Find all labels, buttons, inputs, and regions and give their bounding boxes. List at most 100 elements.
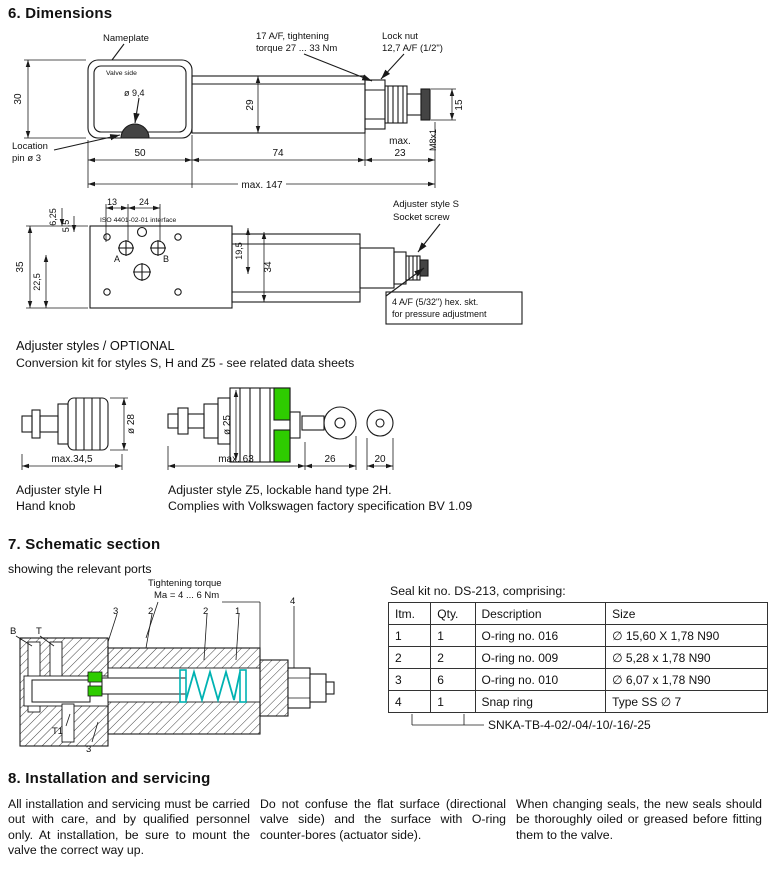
dim-15-label: 15 xyxy=(454,99,465,111)
dim-max-34-5-label: max.34,5 xyxy=(51,454,93,465)
dia-28-label: ø 28 xyxy=(126,414,137,434)
col-header-size: Size xyxy=(605,602,768,625)
dim-max-label: max. xyxy=(389,136,411,147)
dim-35-label: 35 xyxy=(15,261,26,273)
adjuster-style-s-note: Adjuster style S xyxy=(393,199,459,210)
cell-itm: 1 xyxy=(387,624,432,647)
cell-desc: Snap ring xyxy=(474,690,607,713)
figure-side-view: Nameplate 17 A/F, tightening torque 27 .… xyxy=(12,31,465,191)
dim-74-label: 74 xyxy=(272,148,284,159)
dim-max147-label: max. 147 xyxy=(241,180,283,191)
install-paragraph-3: When changing seals, the new seals shoul… xyxy=(516,797,762,842)
dimension-lines xyxy=(24,59,456,188)
nameplate-label: Nameplate xyxy=(103,33,149,44)
footer-model-codes: SNKA-TB-4-02/-04/-10/-16/-25 xyxy=(488,718,651,732)
cell-size: ∅ 5,28 x 1,78 N90 xyxy=(605,646,768,669)
housing-section xyxy=(19,637,335,747)
cell-desc: O-ring no. 009 xyxy=(474,646,607,669)
callout-4: 4 xyxy=(290,596,295,607)
iso-interface-note: ISO 4401-02-01 interface xyxy=(100,217,177,224)
schematic-port-b: B xyxy=(10,626,16,637)
section-7-title: 7. Schematic section xyxy=(8,536,161,553)
dia-9-4-label: ø 9,4 xyxy=(124,88,145,98)
thread-m8x1-label: M8x1 xyxy=(428,129,438,151)
caption-style-h-line1: Adjuster style H xyxy=(16,483,103,497)
dim-23-label: 23 xyxy=(394,148,406,159)
tightening-torque-note-line2: Ma = 4 ... 6 Nm xyxy=(154,590,219,601)
cell-itm: 3 xyxy=(387,668,432,691)
adjuster-styles-header: Adjuster styles / OPTIONAL xyxy=(16,338,175,353)
adjuster-z5-outline xyxy=(167,387,394,463)
dim-26-label: 26 xyxy=(324,454,336,465)
dim-22-5-label: 22,5 xyxy=(32,273,42,291)
cell-size: ∅ 6,07 x 1,78 N90 xyxy=(605,668,768,691)
lock-nut-note-line1: Lock nut xyxy=(382,31,418,42)
lock-nut-note-line2: 12,7 A/F (1/2") xyxy=(382,43,443,54)
table-row: 3 6 O-ring no. 010 ∅ 6,07 x 1,78 N90 xyxy=(387,668,768,691)
cell-size: ∅ 15,60 X 1,78 N90 xyxy=(605,624,768,647)
dim-max-63-label: max. 63 xyxy=(218,454,254,465)
valve-body-outline xyxy=(53,43,431,151)
col-header-description: Description xyxy=(474,602,607,625)
callout-2a: 2 xyxy=(148,606,153,617)
torque-note-line1: 17 A/F, tightening xyxy=(256,31,329,42)
cell-itm: 4 xyxy=(387,690,432,713)
section-6-title: 6. Dimensions xyxy=(8,5,113,22)
callout-1: 1 xyxy=(235,606,240,617)
table-row: 4 1 Snap ring Type SS ∅ 7 xyxy=(387,690,768,713)
adjuster-h-outline xyxy=(21,397,109,451)
col-header-itm: Itm. xyxy=(387,602,432,625)
seal-kit-footer: SNKA-TB-4-02/-04/-10/-16/-25 xyxy=(411,714,651,732)
caption-style-z5-line2: Complies with Volkswagen factory specifi… xyxy=(168,499,473,513)
figure-adjusters: ø 28 max.34,5 ø 25 max. 63 26 20 xyxy=(21,387,394,470)
footer-connector-lines xyxy=(411,714,484,726)
cell-qty: 2 xyxy=(430,646,476,669)
cell-qty: 1 xyxy=(430,624,476,647)
torque-note-line2: torque 27 ... 33 Nm xyxy=(256,43,337,54)
valve-side-label: Valve side xyxy=(106,70,137,77)
dia-25-label: ø 25 xyxy=(222,415,233,435)
location-pin-label-line2: pin ø 3 xyxy=(12,153,41,164)
dim-19-5-label: 19,5 xyxy=(234,242,244,260)
schematic-port-t: T xyxy=(36,626,42,637)
schematic-leaders xyxy=(15,601,295,743)
cell-qty: 1 xyxy=(430,690,476,713)
dim-20-label: 20 xyxy=(374,454,386,465)
location-pin-shape xyxy=(120,123,150,139)
col-header-qty: Qty. xyxy=(430,602,476,625)
adjuster-styles-subheader: Conversion kit for styles S, H and Z5 - … xyxy=(16,356,355,370)
top-view-dimensions xyxy=(26,204,267,309)
callout-2b: 2 xyxy=(203,606,208,617)
dim-34-label: 34 xyxy=(263,261,274,273)
cell-desc: O-ring no. 010 xyxy=(474,668,607,691)
top-view-outline xyxy=(89,223,523,325)
caption-style-h-line2: Hand knob xyxy=(16,499,76,513)
table-header-row: Itm. Qty. Description Size xyxy=(387,602,768,625)
cell-qty: 6 xyxy=(430,668,476,691)
spring-shape xyxy=(185,668,241,704)
table-row: 1 1 O-ring no. 016 ∅ 15,60 X 1,78 N90 xyxy=(387,624,768,647)
cell-itm: 2 xyxy=(387,646,432,669)
adjuster-dimensions xyxy=(21,390,394,470)
seal-kit-title: Seal kit no. DS-213, comprising: xyxy=(390,584,566,598)
install-paragraph-1: All installation and servicing must be c… xyxy=(8,797,250,857)
dim-24-label: 24 xyxy=(139,197,149,207)
port-b-label: B xyxy=(163,254,169,264)
tightening-torque-note-line1: Tightening torque xyxy=(148,578,222,589)
dim-29-label: 29 xyxy=(245,99,256,111)
hex-skt-note-line1: 4 A/F (5/32") hex. skt. xyxy=(392,297,478,307)
callout-3a: 3 xyxy=(113,606,118,617)
port-a-label: A xyxy=(114,254,120,264)
figure-top-view: 13 24 6,25 5,5 ISO 4401-02-01 interface … xyxy=(15,197,523,325)
socket-screw-note: Socket screw xyxy=(393,212,450,223)
section-8-title: 8. Installation and servicing xyxy=(8,770,211,787)
dim-50-label: 50 xyxy=(134,148,146,159)
dim-30-label: 30 xyxy=(13,93,24,105)
table-row: 2 2 O-ring no. 009 ∅ 5,28 x 1,78 N90 xyxy=(387,646,768,669)
dim-6-25-label: 6,25 xyxy=(48,208,58,226)
callout-3b: 3 xyxy=(86,744,91,755)
schematic-port-t1: T1 xyxy=(52,726,63,737)
cell-size: Type SS ∅ 7 xyxy=(605,690,768,713)
cell-desc: O-ring no. 016 xyxy=(474,624,607,647)
